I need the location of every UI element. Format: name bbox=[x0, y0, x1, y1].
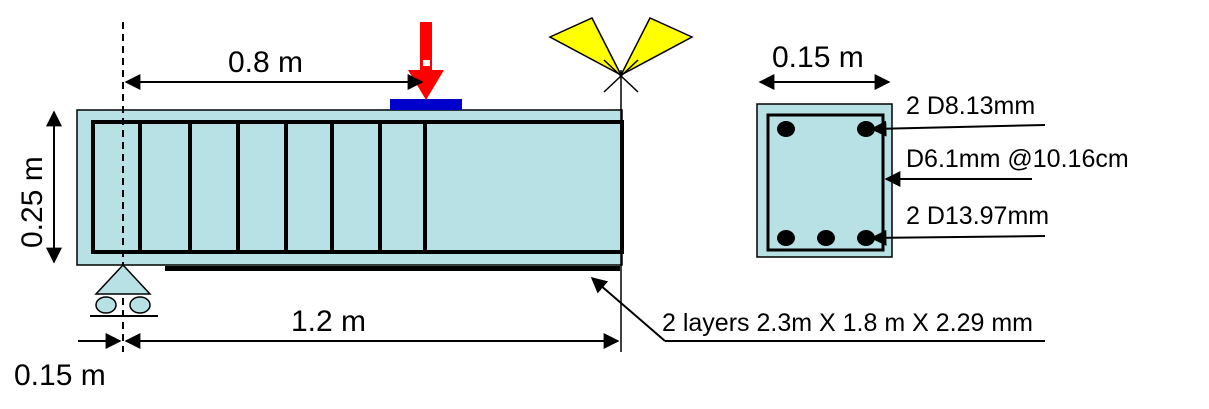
bearing-plate bbox=[390, 99, 462, 110]
dim-label-load: 0.8 m bbox=[228, 46, 303, 79]
rebars bbox=[777, 121, 875, 246]
bottom-bar bbox=[777, 230, 795, 246]
fixed-end-flags-icon bbox=[548, 17, 694, 93]
cross-section: 0.15 m 2 D8.13mm D6.1mm @10.16cm 2 D13.9… bbox=[756, 41, 1129, 258]
beam-elevation: 0.8 m 0.25 m 1.2 m 0.15 m 2 layers 2.3m … bbox=[14, 17, 1045, 392]
frp-sheet bbox=[165, 266, 620, 271]
top-bars-leader bbox=[870, 120, 1046, 137]
stirrup-label: D6.1mm @10.16cm bbox=[906, 145, 1129, 173]
pin-support-icon bbox=[90, 263, 158, 317]
frp-leader bbox=[590, 276, 666, 342]
stirrup-cage bbox=[91, 120, 624, 254]
beam-concrete bbox=[76, 109, 623, 266]
top-bars-label: 2 D8.13mm bbox=[906, 92, 1035, 120]
load-arrow-icon bbox=[408, 22, 444, 100]
bottom-bars-label: 2 D13.97mm bbox=[906, 202, 1049, 230]
section-stirrup bbox=[766, 113, 885, 252]
bottom-bar bbox=[817, 230, 835, 246]
top-bar bbox=[777, 121, 795, 137]
dim-label-height: 0.25 m bbox=[16, 156, 49, 248]
frp-label: 2 layers 2.3m X 1.8 m X 2.29 mm bbox=[662, 309, 1033, 337]
dim-label-span: 1.2 m bbox=[291, 305, 366, 338]
bottom-bars-leader bbox=[870, 229, 1046, 246]
dim-label-overhang: 0.15 m bbox=[14, 359, 106, 392]
stirrups bbox=[138, 122, 427, 252]
dim-label-section-width: 0.15 m bbox=[772, 41, 864, 74]
